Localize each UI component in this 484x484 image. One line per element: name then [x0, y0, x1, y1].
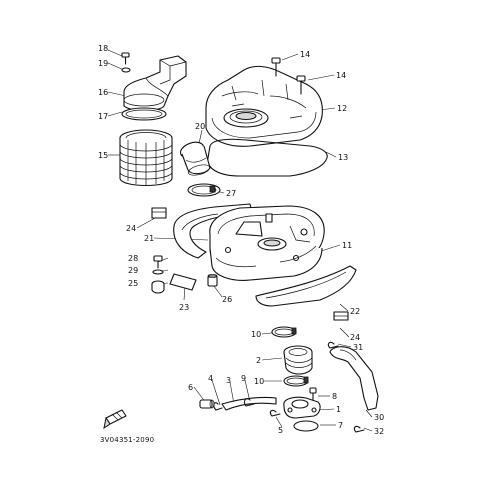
screw-14a: [271, 57, 281, 77]
callout-5: 5: [278, 426, 283, 435]
shield-21: [173, 203, 253, 259]
callout-8: 8: [332, 392, 337, 401]
callout-14b: 14: [336, 71, 346, 80]
screw-18: [121, 52, 130, 65]
screw-8: [309, 387, 317, 401]
callout-29: 29: [128, 266, 138, 275]
plug-6: [199, 399, 215, 409]
clip-5: [269, 409, 281, 417]
hose-3: [221, 396, 277, 411]
clamp-17: [121, 107, 167, 121]
callout-32: 32: [374, 427, 384, 436]
seal-13: [207, 138, 328, 177]
callout-24b: 24: [350, 333, 360, 342]
clip-9: [243, 398, 255, 407]
joint-2: [283, 345, 313, 375]
intake-duct-16: [123, 55, 187, 112]
pad-24a: [151, 207, 167, 219]
clamp-10b: [283, 375, 309, 387]
collar-26: [207, 274, 218, 287]
filter-element-15: [119, 129, 173, 186]
bolt-28: [153, 255, 163, 269]
callout-18: 18: [98, 44, 108, 53]
funnel-20: [179, 141, 211, 176]
callout-9: 9: [241, 374, 246, 383]
callout-10a: 10: [251, 330, 261, 339]
clip-32: [353, 425, 365, 433]
callout-1: 1: [336, 405, 341, 414]
grommet-25: [151, 280, 165, 294]
callout-23: 23: [179, 303, 189, 312]
callout-26: 26: [222, 295, 232, 304]
callout-11: 11: [342, 241, 352, 250]
filter-cover-12: [205, 65, 323, 147]
callout-19: 19: [98, 59, 108, 68]
clip-31: [327, 341, 339, 349]
callout-12: 12: [337, 104, 347, 113]
callout-20: 20: [195, 122, 205, 131]
clamp-10a: [271, 326, 297, 338]
callout-7: 7: [338, 421, 343, 430]
shield-22: [255, 265, 357, 307]
callout-22: 22: [350, 307, 360, 316]
callout-6: 6: [188, 383, 193, 392]
callout-30: 30: [374, 413, 384, 422]
callout-10b: 10: [254, 377, 264, 386]
callout-28: 28: [128, 254, 138, 263]
callout-21: 21: [144, 234, 154, 243]
screw-14b: [296, 75, 306, 95]
callout-25: 25: [128, 279, 138, 288]
callout-13: 13: [338, 153, 348, 162]
clip-4: [213, 402, 223, 411]
callout-2: 2: [256, 356, 261, 365]
hose-30: [329, 346, 379, 411]
callout-3: 3: [226, 376, 231, 385]
filter-case-11: [209, 205, 325, 281]
callout-labels: 18 19 16 17 15 14 14 12 13 20 27 24 21 1…: [98, 44, 384, 436]
washer-29: [152, 269, 164, 275]
callout-14a: 14: [300, 50, 310, 59]
diagram-code: 3V04351-2090: [100, 436, 154, 444]
callout-4: 4: [208, 374, 213, 383]
callout-24a: 24: [126, 224, 136, 233]
callout-15: 15: [98, 151, 108, 160]
pad-24b: [333, 311, 349, 321]
callout-16: 16: [98, 88, 108, 97]
front-direction-arrow-icon: [103, 409, 127, 430]
cap-1: [283, 396, 321, 419]
clamp-27: [187, 183, 221, 197]
pad-23: [169, 273, 197, 291]
callout-17: 17: [98, 112, 108, 121]
washer-19: [121, 67, 131, 73]
callout-31: 31: [353, 343, 363, 352]
callout-27: 27: [226, 189, 236, 198]
gasket-7: [293, 420, 319, 432]
